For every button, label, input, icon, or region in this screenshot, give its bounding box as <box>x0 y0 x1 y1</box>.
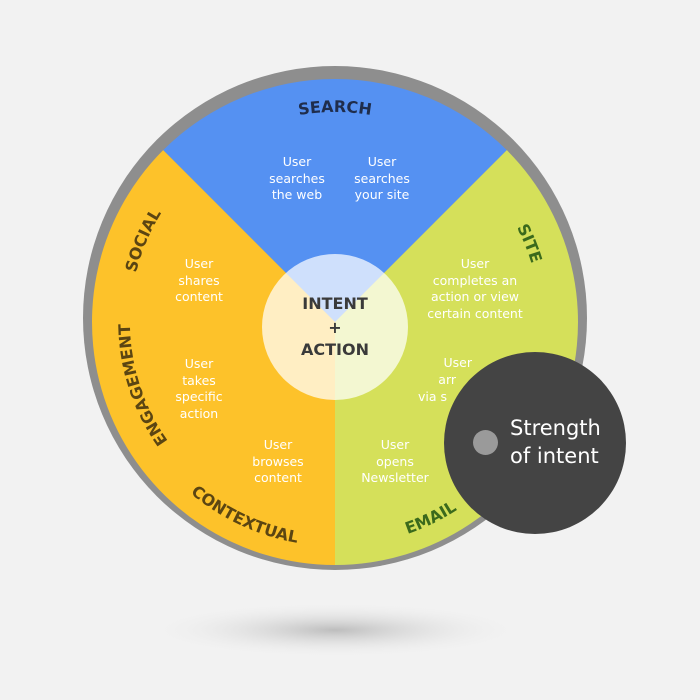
center-intent: INTENT <box>302 294 368 313</box>
center-plus: + <box>328 318 342 337</box>
wedge-yellow <box>91 150 335 566</box>
legend-dot-icon <box>473 430 498 455</box>
item-arrives-line: arr <box>438 372 456 387</box>
center-action: ACTION <box>301 340 369 359</box>
segment-label-search: SEARCH <box>297 97 373 119</box>
item-arrives-line: User <box>443 355 473 370</box>
center-circle <box>262 254 408 400</box>
shadow <box>145 602 525 658</box>
item-arrives-line: via s <box>417 389 447 404</box>
wedge-search <box>163 79 507 323</box>
